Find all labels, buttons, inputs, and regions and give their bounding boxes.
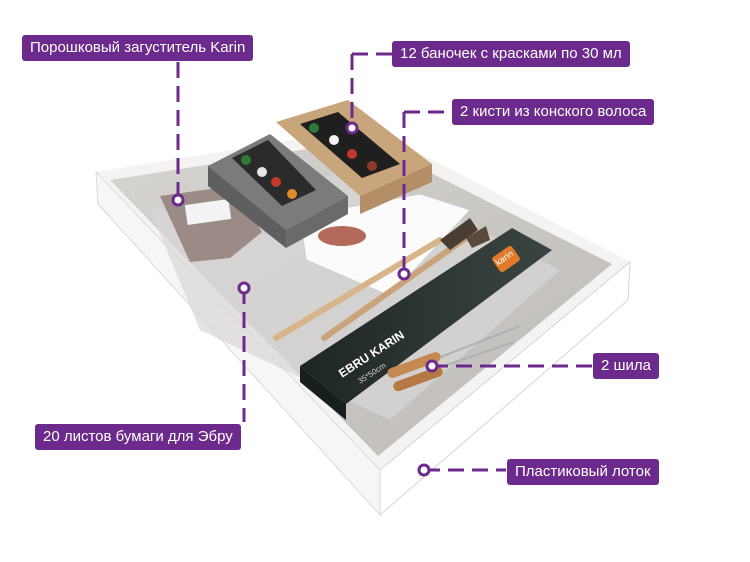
horsehair-brushes: [273, 218, 490, 341]
grey-paint-box: [208, 134, 348, 248]
marker-dots: [171, 121, 439, 477]
awls: [387, 325, 521, 392]
paper-case: karin EBRU KARIN 35*50cm: [300, 228, 552, 420]
thickener-label: Порошковый загуститель Karin: [22, 35, 254, 61]
paper-label: 20 листов бумаги для Эбру: [35, 424, 241, 450]
tray-label: Пластиковый лоток: [507, 459, 659, 485]
kraft-paint-box: [276, 100, 432, 214]
brushes-label: 2 кисти из конского волоса: [452, 99, 655, 125]
leader-lines: [176, 52, 592, 472]
paints-label: 12 баночек с красками по 30 мл: [392, 41, 630, 67]
instruction-leaflet: [299, 193, 471, 297]
awls-label: 2 шила: [593, 353, 660, 379]
